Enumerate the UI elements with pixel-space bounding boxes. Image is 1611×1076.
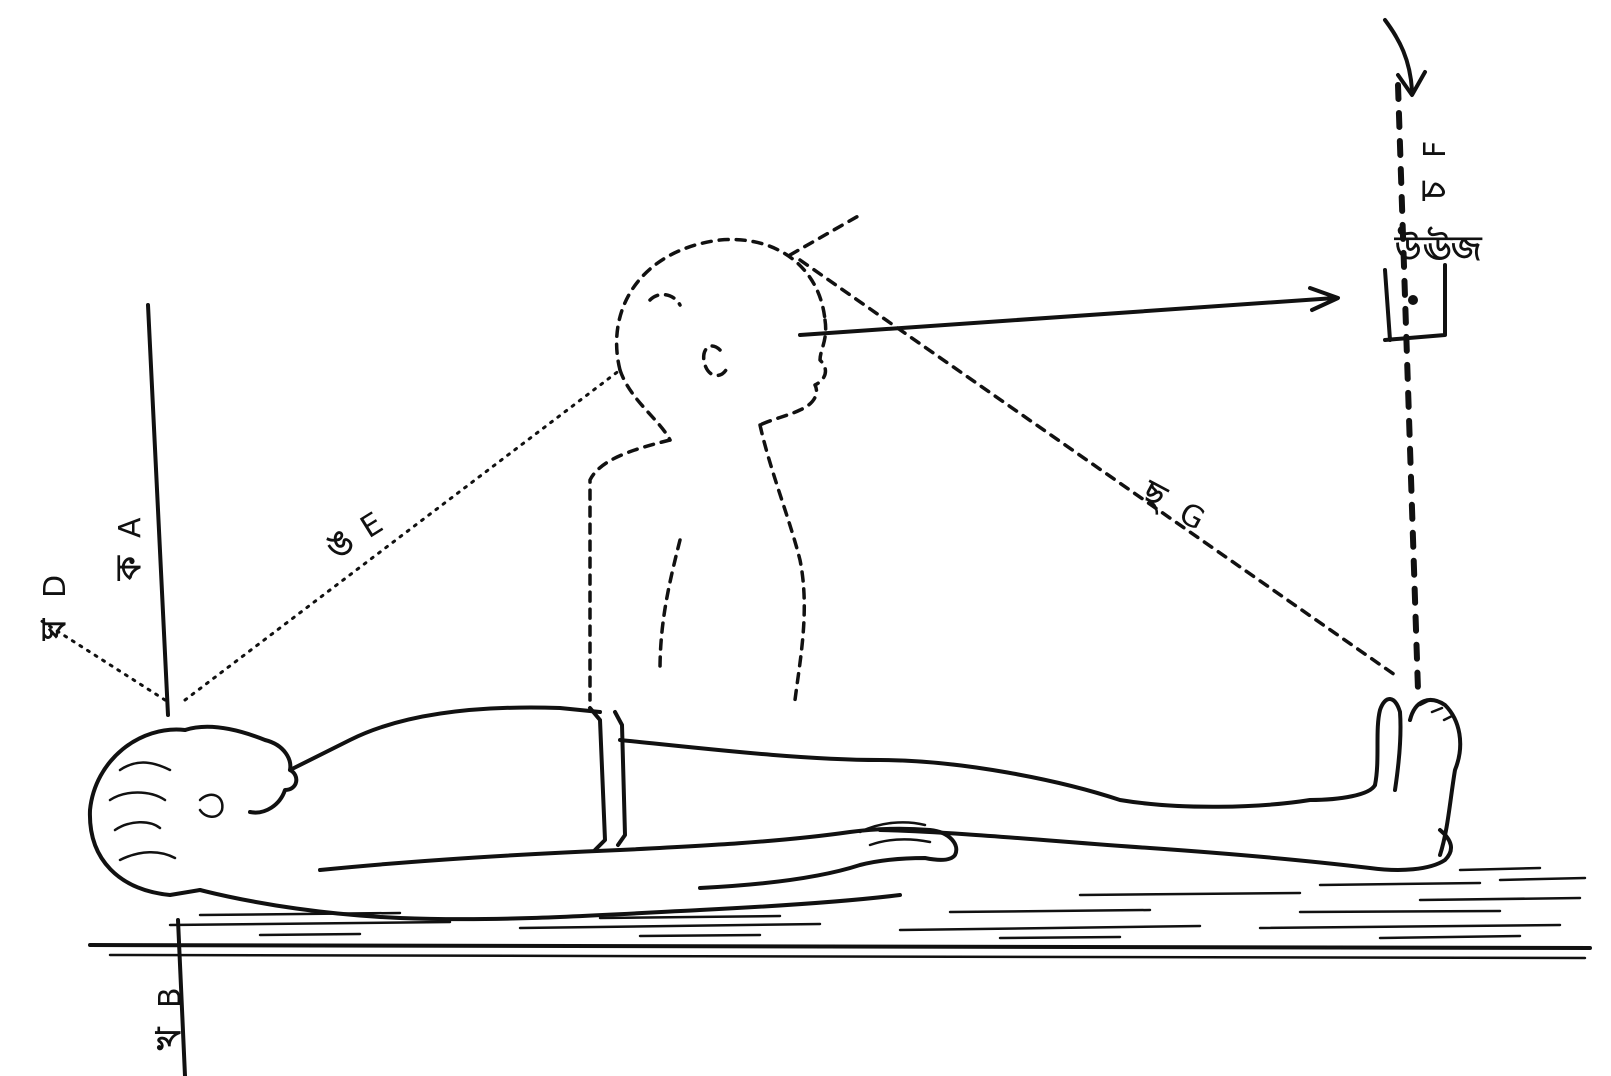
label-F: চ F [1414,141,1454,201]
label-D: ঘ D [34,575,74,641]
label-box-native-2: ঊ [1422,226,1453,269]
label-A-native: ক [109,555,149,581]
label-E: ঙ E [319,502,390,567]
label-box-native-1: উ [1394,226,1423,269]
label-box-native-3: জ [1450,229,1483,269]
label-F-letter: F [1418,141,1453,158]
label-A: ক A [109,517,149,581]
top-arrow [1385,20,1425,95]
label-D-letter: D [38,575,73,598]
head-vertical-line [148,305,185,1076]
label-B-letter: B [153,987,188,1008]
label-E-letter: E [355,506,390,546]
label-B-native: খ [149,1026,189,1051]
label-D-native: ঘ [34,618,74,641]
label-A-letter: A [113,517,148,538]
sitting-figure [590,240,826,700]
label-E-native: ঙ [319,520,361,567]
label-box-group: উ ঊ জ [1394,226,1483,269]
label-G: ছ G [1135,472,1212,538]
label-G-letter: G [1173,496,1210,538]
target-box [1385,265,1445,340]
lying-figure [90,699,1460,919]
sight-lines [40,85,1418,700]
label-F-native: চ [1414,180,1454,201]
label-G-native: ছ [1135,472,1175,519]
